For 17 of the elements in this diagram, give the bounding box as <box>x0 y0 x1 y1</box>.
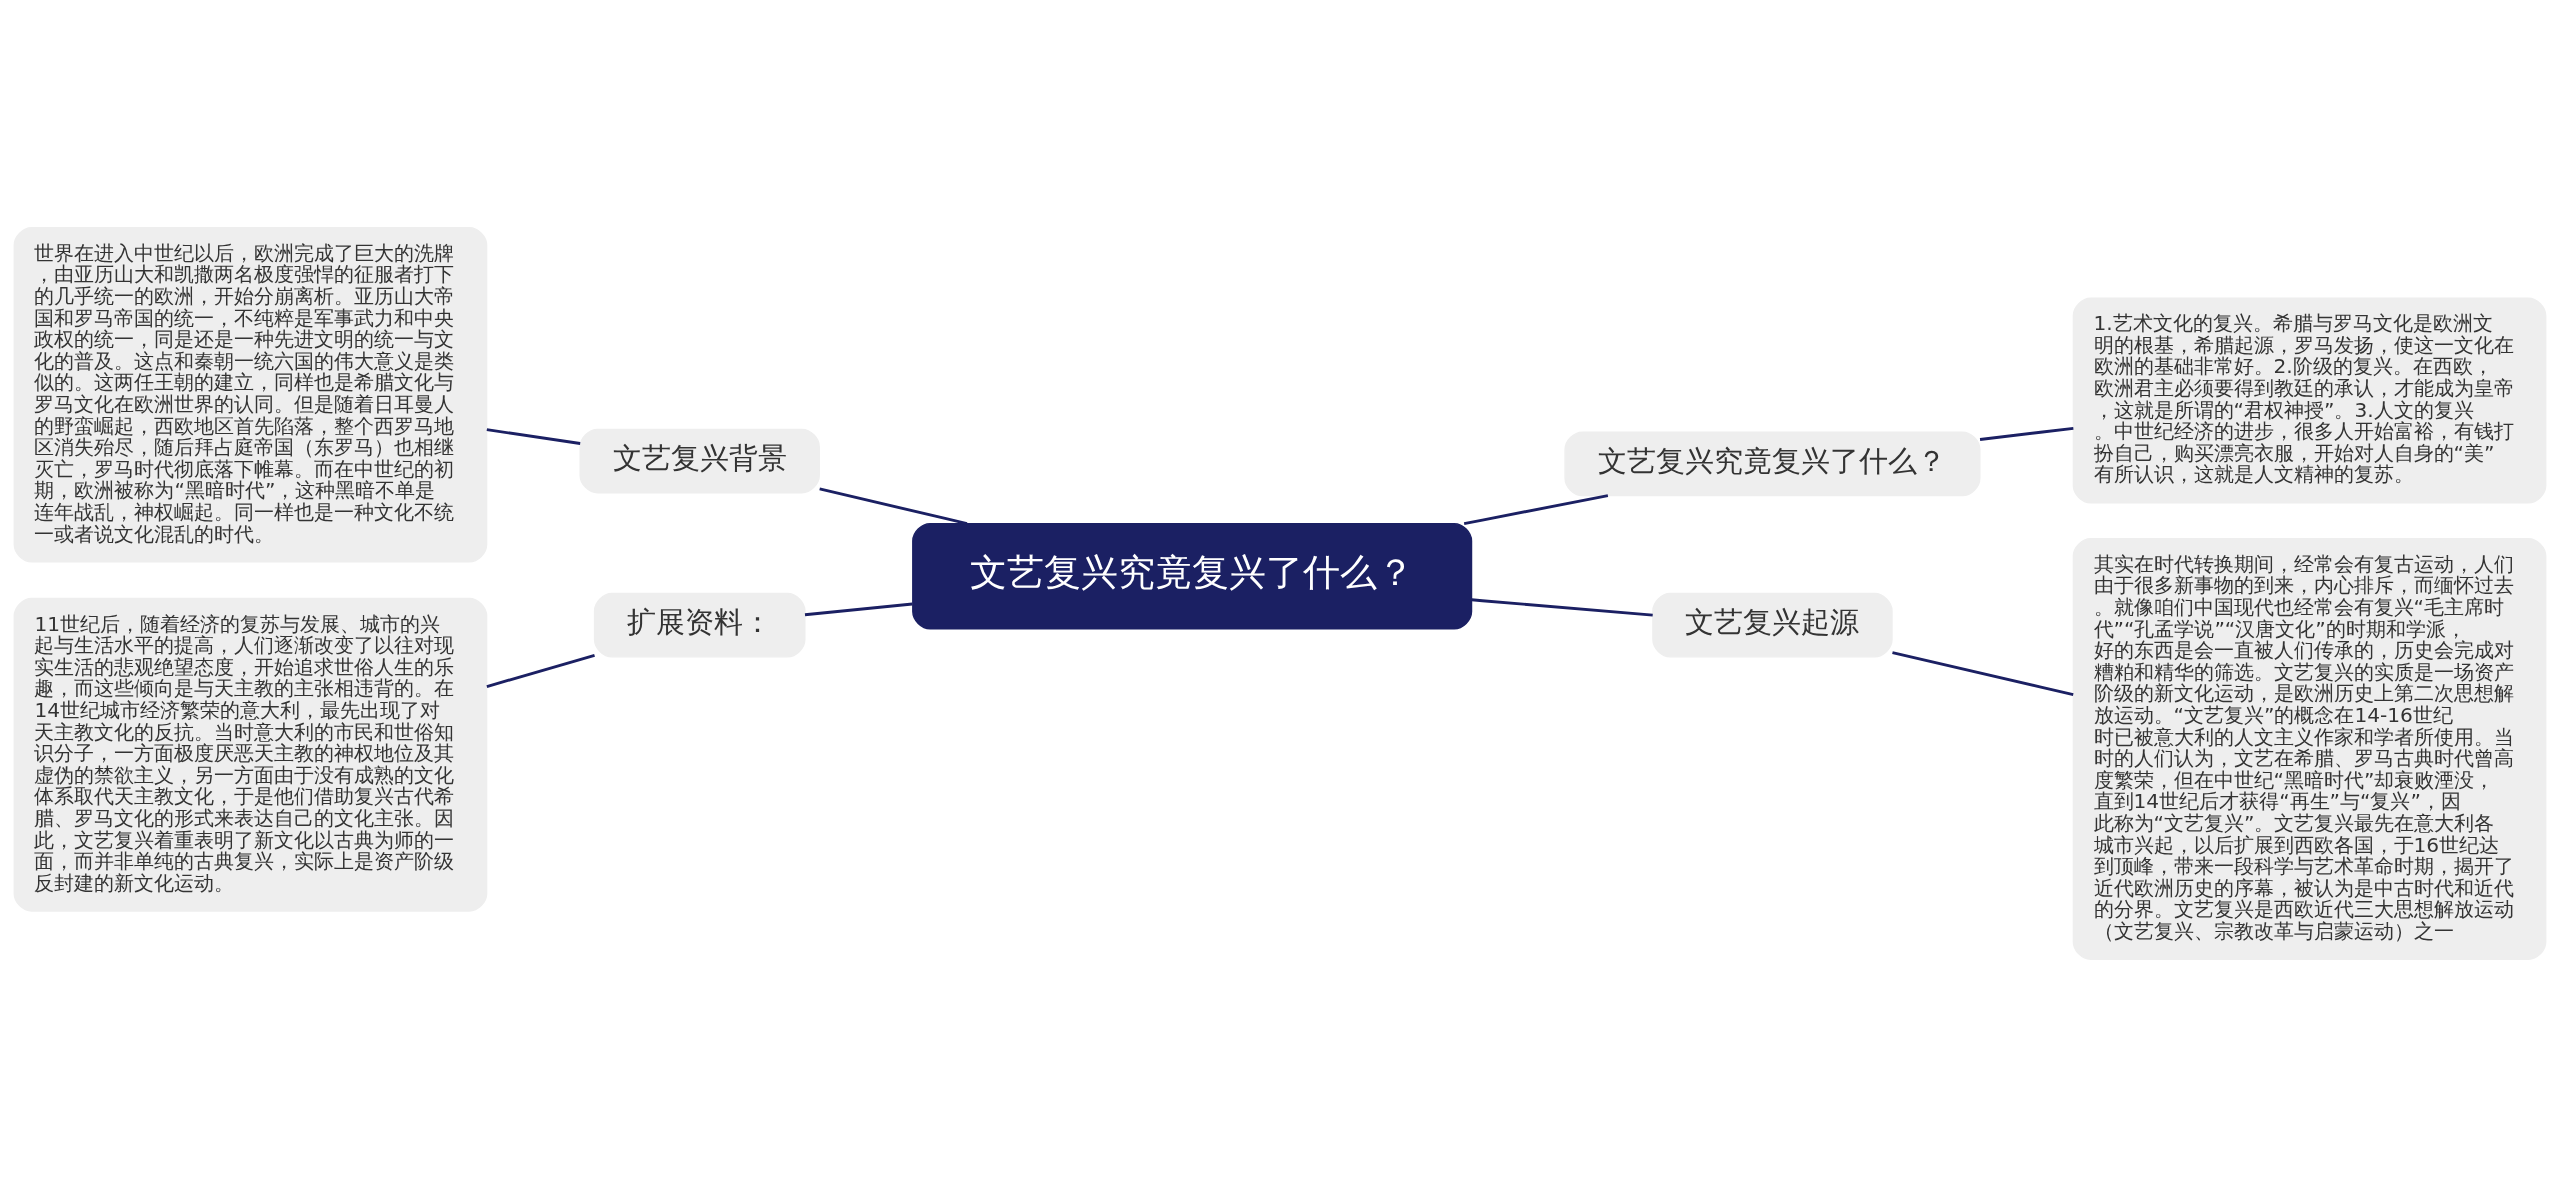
node-box: 扩展资料： <box>593 592 806 658</box>
connector <box>486 428 581 445</box>
connector <box>1979 426 2074 441</box>
node-box: 1.艺术文化的复兴。希腊与罗马文化是欧洲文明的根基，希腊起源，罗马发扬，使这一文化在欧洲的基础非常好。2.阶级的复兴。在西欧，欧洲君主必须要得到教廷的承认，才能成为皇帝，这就是所谓的“君权神授”。3.人文的复兴。中世纪经济的进步，很多人开始富裕，有钱打扮自己，购买漂亮衣服，开始对人自身的“美”有所认识，这就是人文精神的复苏。 <box>2072 297 2547 504</box>
connector <box>486 653 595 688</box>
node-box: 世界在进入中世纪以后，欧洲完成了巨大的洗牌，由亚历山大和凯撒两名极度强悍的征服者打下的几乎统一的欧洲，开始分崩离析。亚历山大帝国和罗马帝国的统一，不纯粹是军事武力和中央政权的统一，同是还是一种先进文明的统一与文化的普及。这点和秦朝一统六国的伟大意义是类似的。这两任王朝的建立，同样也是希腊文化与罗马文化在欧洲世界的认同。但是随着日耳曼人的野蛮崛起，西欧地区首先陷落，整个西罗马地区消失殆尽，随后拜占庭帝国（东罗马）也相继灭亡，罗马时代彻底落下帷幕。而在中世纪的初期，欧洲被称为“黑暗时代”，这种黑暗不单是连年战乱，神权崛起。同一样也是一种文化不统一或者说文化混乱的时代。 <box>13 227 488 563</box>
connector <box>1463 494 1609 526</box>
node-box: 其实在时代转换期间，经常会有复古运动，人们由于很多新事物的到来，内心排斥，而缅怀过去。就像咱们中国现代也经常会有复兴“毛主席时代”“孔孟学说”“汉唐文化”的时期和学派，好的东西是会一直被人们传承的，历史会完成对糟粕和精华的筛选。文艺复兴的实质是一场资产阶级的新文化运动，是欧洲历史上第二次思想解放运动。“文艺复兴”的概念在14-16世纪时已被意大利的人文主义作家和学者所使用。当时的人们认为，文艺在希腊、罗马古典时代曾高度繁荣，但在中世纪“黑暗时代”却衰败湮没，直到14世纪后才获得“再生”与“复兴”，因此称为“文艺复兴”。文艺复兴最先在意大利各城市兴起，以后扩展到西欧各国，于16世纪达到顶峰，带来一段科学与艺术革命时期，揭开了近代欧洲历史的序幕，被认为是中古时代和近代的分界。文艺复兴是西欧近代三大思想解放运动（文艺复兴、宗教改革与启蒙运动）之一 <box>2072 538 2547 960</box>
node-box: 11世纪后，随着经济的复苏与发展、城市的兴起与生活水平的提高，人们逐渐改变了以往对现实生活的悲观绝望态度，开始追求世俗人生的乐趣，而这些倾向是与天主教的主张相违背的。在14世纪城市经济繁荣的意大利，最先出现了对天主教文化的反抗。当时意大利的市民和世俗知识分子，一方面极度厌恶天主教的神权地位及其虚伪的禁欲主义，另一方面由于没有成熟的文化体系取代天主教文化，于是他们借助复兴古代希腊、罗马文化的形式来表达自己的文化主张。因此，文艺复兴着重表明了新文化以古典为师的一面，而并非单纯的古典复兴，实际上是资产阶级反封建的新文化运动。 <box>13 597 488 912</box>
connector <box>804 602 913 617</box>
connector <box>1471 598 1653 617</box>
node-box: 文艺复兴起源 <box>1652 592 1893 658</box>
connector <box>1892 651 2074 696</box>
node-box: 文艺复兴究竟复兴了什么？ <box>912 522 1473 630</box>
connector <box>819 487 968 525</box>
node-box: 文艺复兴究竟复兴了什么？ <box>1564 431 1981 497</box>
node-box: 文艺复兴背景 <box>579 428 820 494</box>
